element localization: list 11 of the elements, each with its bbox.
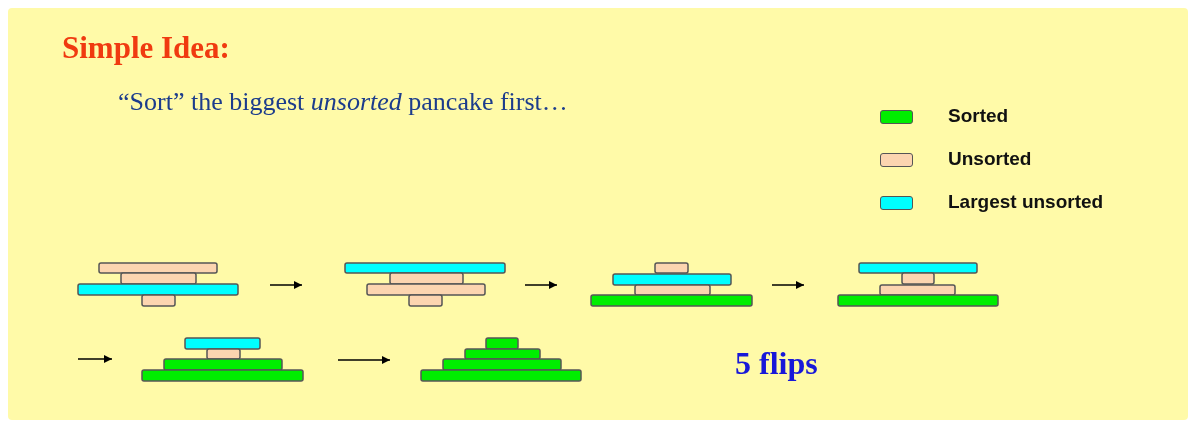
legend-label: Sorted — [948, 105, 1009, 127]
flip-count: 5 flips — [735, 345, 818, 382]
arrow — [77, 355, 113, 363]
arrow — [771, 281, 805, 289]
arrow — [269, 281, 303, 289]
slide-title: Simple Idea: — [62, 30, 230, 66]
arrow — [337, 356, 391, 364]
arrow — [524, 281, 558, 289]
legend-label: Unsorted — [948, 148, 1032, 170]
legend-label: Largest unsorted — [948, 191, 1104, 213]
idea-sentence: “Sort” the biggest unsorted pancake first… — [118, 87, 568, 117]
